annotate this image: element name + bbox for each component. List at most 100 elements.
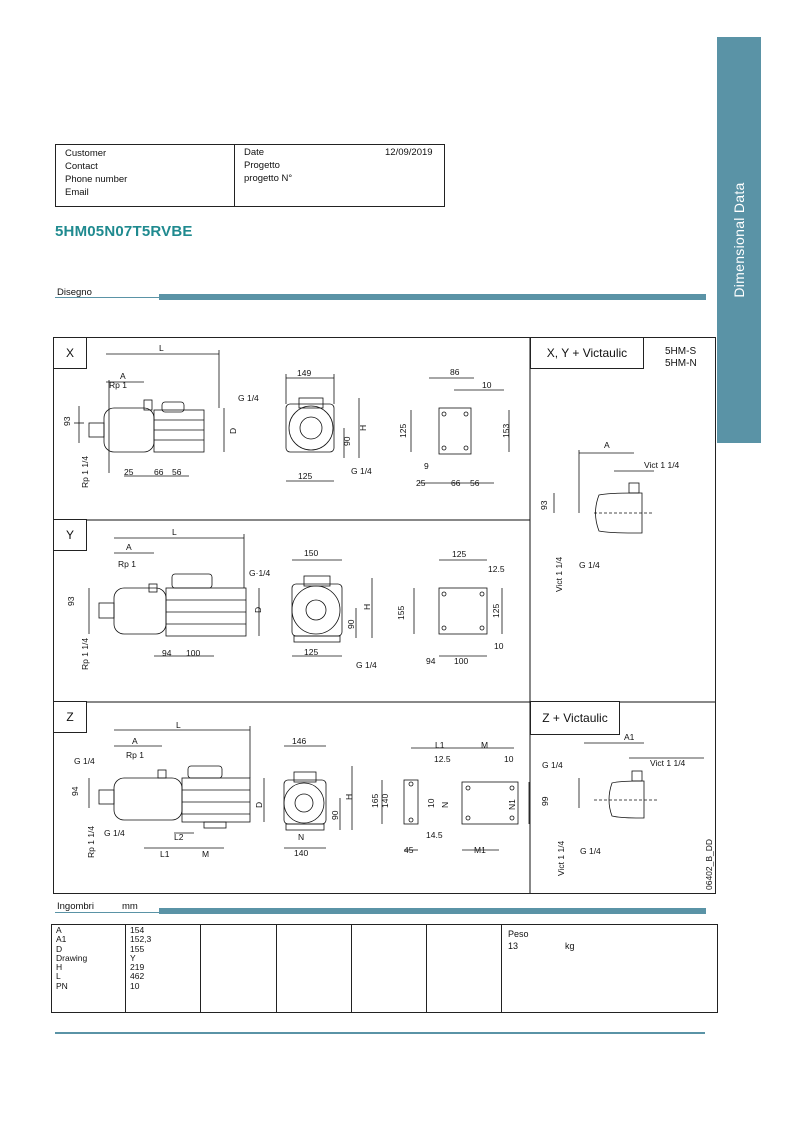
model-title: 5HM05N07T5RVBE	[55, 223, 193, 240]
drawing-section-label: Disegno	[57, 287, 92, 298]
weight-value: 13	[508, 941, 519, 951]
x-dim-25: 25	[124, 467, 134, 477]
vxy-label-vict-side: Vict 1 1/4	[554, 556, 564, 592]
z-dim-14_5: 14.5	[426, 830, 443, 840]
dim-key: D	[56, 943, 63, 954]
dim-key: L	[56, 971, 61, 982]
weight-label: Peso	[508, 929, 529, 939]
y-dim-125-top: 125	[452, 549, 466, 559]
x-dim-56-foot: 56	[470, 478, 480, 488]
z-dim-Rp114: Rp 1 1/4	[86, 826, 96, 858]
dims-units-label: mm	[122, 901, 138, 912]
dim-value: 462	[130, 971, 145, 982]
z-dim-90: 90	[330, 810, 340, 820]
z-side-view	[88, 726, 265, 849]
y-foot-view	[413, 559, 503, 657]
x-dim-149: 149	[297, 368, 311, 378]
z-label-G14-b: G 1/4	[104, 828, 125, 838]
x-dim-153: 153	[501, 424, 511, 438]
x-dim-56: 56	[172, 467, 182, 477]
vxy-label-G14: G 1/4	[579, 560, 600, 570]
y-dim-90: 90	[346, 619, 356, 629]
tag-y: Y	[53, 519, 87, 551]
z-dim-M: M	[202, 849, 209, 859]
dim-value: 152,3	[130, 934, 152, 945]
x-side-view	[74, 350, 225, 477]
dims-bar-thin	[55, 912, 160, 913]
empty-column	[351, 925, 427, 1012]
y-label-G14: G·1/4	[249, 568, 271, 578]
y-dim-125-side: 125	[491, 604, 501, 618]
z-dim-N1: N1	[507, 799, 517, 810]
z-dim-L1: L1	[160, 849, 170, 859]
dimension-drawing: L A Rp 1 93 Rp 1 1/4 25 66 56 D G 1/4 14…	[54, 338, 715, 893]
footer-rule	[55, 1032, 705, 1034]
dim-key: PN	[56, 980, 68, 991]
y-dim-93: 93	[66, 596, 76, 606]
z-label-G14: G 1/4	[74, 756, 95, 766]
z-dim-165: 165	[370, 794, 380, 808]
empty-column	[276, 925, 352, 1012]
x-dim-Rp1: Rp 1	[109, 380, 127, 390]
z-dim-12_5: 12.5	[434, 754, 451, 764]
tag-xy-victaulic: X, Y + Victaulic	[530, 337, 644, 369]
y-dim-Rp114: Rp 1 1/4	[80, 638, 90, 670]
drawing-bar-thick	[159, 294, 706, 300]
side-tab: Dimensional Data	[717, 37, 761, 443]
empty-column	[426, 925, 502, 1012]
y-side-view	[88, 534, 260, 657]
email-label: Email	[65, 187, 89, 198]
dim-key: H	[56, 962, 63, 973]
customer-fields: Customer Contact Phone number Email	[56, 145, 235, 206]
z-dim-L2: L2	[174, 832, 184, 842]
empty-column	[201, 925, 277, 1012]
z-dim-94: 94	[70, 786, 80, 796]
dim-value: 155	[130, 943, 145, 954]
customer-info-box: Customer Contact Phone number Email Date…	[55, 144, 445, 207]
dims-section-label: Ingombri	[57, 901, 94, 912]
y-dim-100-foot: 100	[454, 656, 468, 666]
z-dim-D: D	[254, 802, 264, 808]
x-dim-A: A	[120, 371, 126, 381]
dimensions-table: A A1 D Drawing H L PN 154 152,3 155 Y 21…	[51, 924, 718, 1013]
x-dim-125-side: 125	[398, 424, 408, 438]
dim-value: 219	[130, 962, 145, 973]
z-dim-45: 45	[404, 845, 414, 855]
customer-label: Customer	[65, 148, 107, 159]
y-dim-L: L	[172, 527, 177, 537]
z-dim-L1-foot: L1	[435, 740, 445, 750]
vz-label-G14: G 1/4	[542, 760, 563, 770]
x-dim-D: D	[228, 428, 238, 434]
dim-value: Y	[130, 952, 136, 963]
z-dim-M-foot: M	[481, 740, 488, 750]
x-dim-Rp114: Rp 1 1/4	[80, 456, 90, 488]
vxy-dim-A: A	[604, 440, 610, 450]
phone-label: Phone number	[65, 174, 128, 185]
date-value: 12/09/2019	[385, 147, 433, 158]
z-dim-140: 140	[294, 848, 308, 858]
vxy-label-vict: Vict 1 1/4	[644, 460, 680, 470]
y-dim-D: D	[253, 607, 263, 613]
drawing-bar-thin	[55, 297, 160, 298]
vz-dim-A1: A1	[624, 732, 635, 742]
tag-z: Z	[53, 701, 87, 733]
z-foot-view	[381, 747, 530, 851]
vz-label-G14-b: G 1/4	[580, 846, 601, 856]
y-dim-100: 100	[186, 648, 200, 658]
x-dim-25-foot: 25	[416, 478, 426, 488]
date-label: Date	[244, 147, 265, 158]
y-dim-H: H	[362, 604, 372, 610]
drawing-ref-code: 06402_B_DD	[704, 839, 714, 890]
y-dim-150: 150	[304, 548, 318, 558]
x-dim-86: 86	[450, 367, 460, 377]
series-n-label: 5HM-N	[665, 358, 697, 369]
x-dim-L: L	[159, 343, 164, 353]
z-dim-L: L	[176, 720, 181, 730]
y-front-view	[291, 559, 373, 657]
x-label-G14: G 1/4	[238, 393, 259, 403]
x-front-view	[285, 374, 360, 482]
z-dim-10: 10	[504, 754, 514, 764]
x-dim-90: 90	[342, 436, 352, 446]
y-dim-94: 94	[162, 648, 172, 658]
z-dim-10-side: 10	[426, 798, 436, 808]
